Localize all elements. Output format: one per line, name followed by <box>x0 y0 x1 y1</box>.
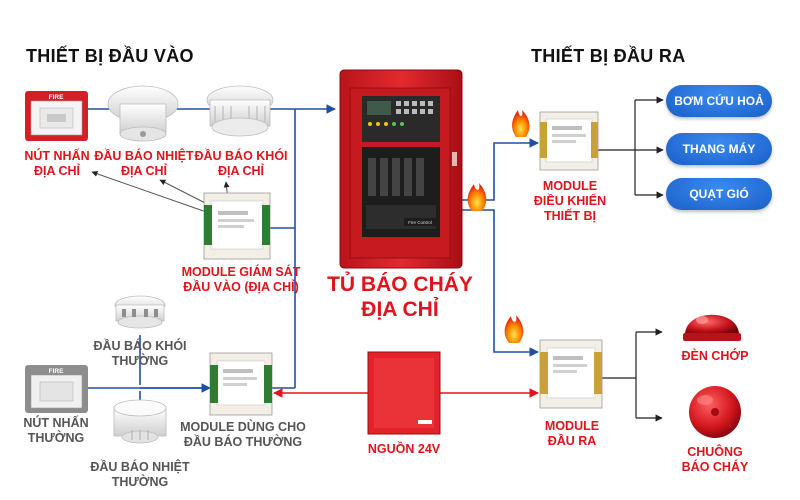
flame-icon <box>504 315 524 343</box>
power-supply-label: NGUỒN 24V <box>367 442 441 456</box>
conventional-call-point-image: FIRE <box>25 365 88 413</box>
output-module-image <box>539 339 603 409</box>
fire-alarm-panel-image: Fire Control <box>339 69 463 269</box>
fan-target: QUẠT GIÓ <box>666 178 772 210</box>
power-supply-image <box>367 351 441 435</box>
addressable-smoke-detector-image <box>206 85 274 137</box>
conventional-smoke-detector-image <box>114 295 166 329</box>
fire-bell-image <box>689 386 741 438</box>
conventional-module-image <box>209 352 273 416</box>
flame-icon <box>467 183 487 211</box>
strobe-light-image <box>683 314 741 341</box>
strobe-light-label: ĐÈN CHỚP <box>681 349 749 363</box>
panel-small-text: Fire Control <box>408 220 432 225</box>
addressable-heat-detector-image <box>107 85 179 142</box>
call-point-fire-text: FIRE <box>49 94 64 101</box>
output-devices-heading: THIẾT BỊ ĐẦU RA <box>531 46 686 66</box>
fire-pump-target: BƠM CỨU HOẢ <box>666 85 772 117</box>
conventional-heat-detector-image <box>113 399 167 444</box>
conv-call-point-fire-text: FIRE <box>49 368 64 375</box>
flame-icon <box>512 110 530 137</box>
input-devices-heading: THIẾT BỊ ĐẦU VÀO <box>26 46 194 66</box>
control-module-fanout <box>598 96 664 199</box>
elevator-target: THANG MÁY <box>666 133 772 165</box>
addressable-call-point-image: FIRE <box>25 91 88 141</box>
control-module-image <box>539 111 599 171</box>
output-module-fanout <box>602 328 663 422</box>
monitor-module-image <box>203 192 271 260</box>
